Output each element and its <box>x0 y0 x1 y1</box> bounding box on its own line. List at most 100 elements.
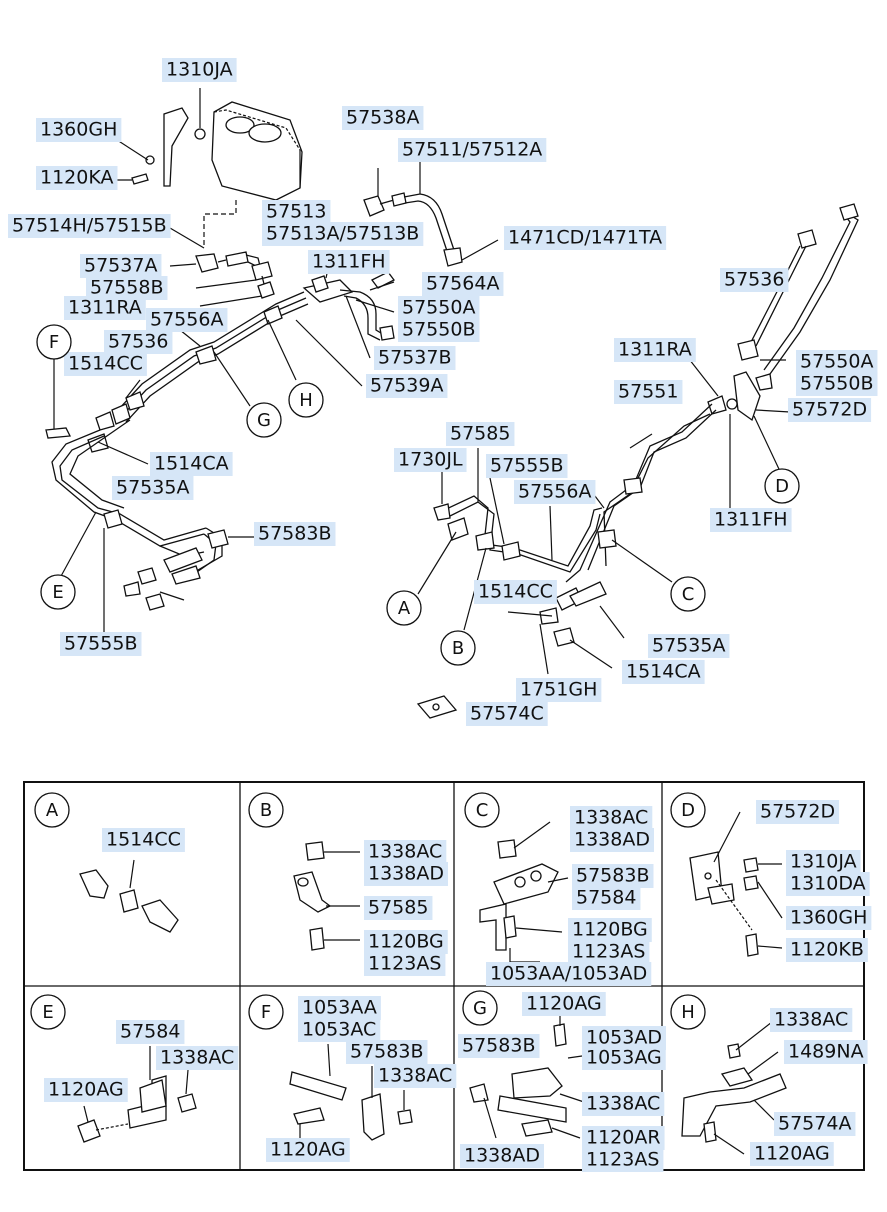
svg-text:1514CA: 1514CA <box>154 453 229 475</box>
part-label: 57513A/57513B <box>262 222 424 246</box>
part-label: 57550B <box>796 372 878 396</box>
svg-text:1120AR: 1120AR <box>586 1127 661 1149</box>
part-label: 57556A <box>514 480 596 504</box>
svg-text:57572D: 57572D <box>792 399 867 421</box>
svg-text:57551: 57551 <box>618 381 678 403</box>
part-label: 57574C <box>466 702 548 726</box>
callout-b: B <box>440 630 476 666</box>
svg-text:57536: 57536 <box>108 331 168 353</box>
part-label: 1311FH <box>308 250 390 274</box>
detail-part-label: 1310JA <box>786 850 861 874</box>
part-label: 57514H/57515B <box>8 214 171 238</box>
part-label: 1310JA <box>162 58 237 82</box>
part-label: 57538A <box>342 106 424 130</box>
part-label: 57536 <box>104 330 173 354</box>
svg-text:57555B: 57555B <box>64 633 137 655</box>
svg-text:F: F <box>49 332 59 353</box>
svg-text:57513A/57513B: 57513A/57513B <box>266 223 419 245</box>
detail-part-label: 1338AC <box>770 1008 853 1032</box>
svg-text:1120AG: 1120AG <box>754 1143 830 1165</box>
detail-part-label: 1120AG <box>522 992 606 1016</box>
part-label: 57535A <box>648 634 730 658</box>
svg-text:G: G <box>257 410 271 431</box>
svg-text:57556A: 57556A <box>518 481 591 503</box>
svg-text:57583B: 57583B <box>462 1035 535 1057</box>
detail-part-label: 1360GH <box>786 906 872 930</box>
svg-text:1311FH: 1311FH <box>312 251 386 273</box>
svg-text:57514H/57515B: 57514H/57515B <box>12 215 167 237</box>
svg-text:1514CA: 1514CA <box>626 661 701 683</box>
part-label: 57550A <box>398 296 480 320</box>
svg-text:1471CD/1471TA: 1471CD/1471TA <box>508 227 662 249</box>
svg-text:1489NA: 1489NA <box>788 1041 864 1063</box>
svg-text:1338AD: 1338AD <box>574 829 650 851</box>
svg-text:57583B: 57583B <box>258 523 331 545</box>
detail-part-label: 1053AA <box>298 996 381 1020</box>
svg-text:1123AS: 1123AS <box>586 1149 659 1171</box>
svg-text:57585: 57585 <box>450 423 510 445</box>
part-label: 1120KA <box>36 166 118 190</box>
part-label: 1471CD/1471TA <box>504 226 667 250</box>
svg-text:B: B <box>260 800 272 821</box>
svg-text:57583B: 57583B <box>576 865 649 887</box>
detail-part-label: 57585 <box>364 896 433 920</box>
part-label: 57513 <box>262 200 331 224</box>
svg-text:A: A <box>46 800 59 821</box>
part-label: 1514CA <box>622 660 705 684</box>
part-label: 57539A <box>366 374 448 398</box>
detail-part-label: 1120BG <box>568 918 652 942</box>
svg-text:57574C: 57574C <box>470 703 544 725</box>
part-label: 57564A <box>422 272 504 296</box>
part-label: 57551 <box>614 380 683 404</box>
part-label: 1311FH <box>710 508 792 532</box>
part-label: 57550B <box>398 318 480 342</box>
svg-text:57536: 57536 <box>724 269 784 291</box>
svg-text:57550B: 57550B <box>402 319 475 341</box>
callout-d: D <box>764 468 800 504</box>
detail-callout-e: E <box>30 994 66 1030</box>
detail-part-label: 1120AG <box>266 1138 350 1162</box>
detail-part-label: 1514CC <box>102 828 185 852</box>
part-label: 1730JL <box>394 448 467 472</box>
part-label: 1514CC <box>474 580 557 604</box>
part-label: 57555B <box>60 632 142 656</box>
detail-part-label: 1120AR <box>582 1126 665 1150</box>
svg-text:1310DA: 1310DA <box>790 873 866 895</box>
svg-text:1311RA: 1311RA <box>68 297 142 319</box>
part-label: 57536 <box>720 268 789 292</box>
svg-text:1730JL: 1730JL <box>398 449 463 471</box>
detail-callout-f: F <box>248 994 284 1030</box>
svg-text:57535A: 57535A <box>116 477 189 499</box>
svg-text:1338AD: 1338AD <box>368 863 444 885</box>
svg-text:57574A: 57574A <box>778 1113 851 1135</box>
right-assembly-artwork <box>416 203 859 719</box>
svg-text:1514CC: 1514CC <box>478 581 553 603</box>
svg-text:57550A: 57550A <box>402 297 475 319</box>
svg-text:57537B: 57537B <box>378 347 451 369</box>
svg-text:E: E <box>52 582 63 603</box>
callout-g: G <box>246 402 282 438</box>
svg-text:1751GH: 1751GH <box>520 679 597 701</box>
svg-text:1120AG: 1120AG <box>526 993 602 1015</box>
callout-a: A <box>386 590 422 626</box>
svg-text:57550B: 57550B <box>800 373 873 395</box>
detail-part-label: 1338AD <box>460 1144 544 1168</box>
detail-callout-g: G <box>462 990 498 1026</box>
svg-text:1310JA: 1310JA <box>790 851 857 873</box>
detail-part-label: 1338AC <box>582 1092 665 1116</box>
svg-text:1338AC: 1338AC <box>574 807 648 829</box>
svg-text:D: D <box>775 476 789 497</box>
svg-text:1053AC: 1053AC <box>302 1019 376 1041</box>
part-label: 1751GH <box>516 678 602 702</box>
detail-part-label: 1489NA <box>784 1040 868 1064</box>
svg-text:1311FH: 1311FH <box>714 509 788 531</box>
detail-artwork <box>77 811 787 1155</box>
detail-part-label: 57572D <box>756 800 840 824</box>
svg-text:1120AG: 1120AG <box>48 1079 124 1101</box>
part-label: 1311RA <box>614 338 696 362</box>
part-labels: 1310JA 1360GH 1120KA 57538A 57511/57512A 5751… <box>8 58 878 1172</box>
svg-text:57550A: 57550A <box>800 351 873 373</box>
part-label: 57511/57512A <box>398 138 547 162</box>
detail-part-label: 57583B <box>572 864 654 888</box>
svg-text:1120BG: 1120BG <box>572 919 648 941</box>
